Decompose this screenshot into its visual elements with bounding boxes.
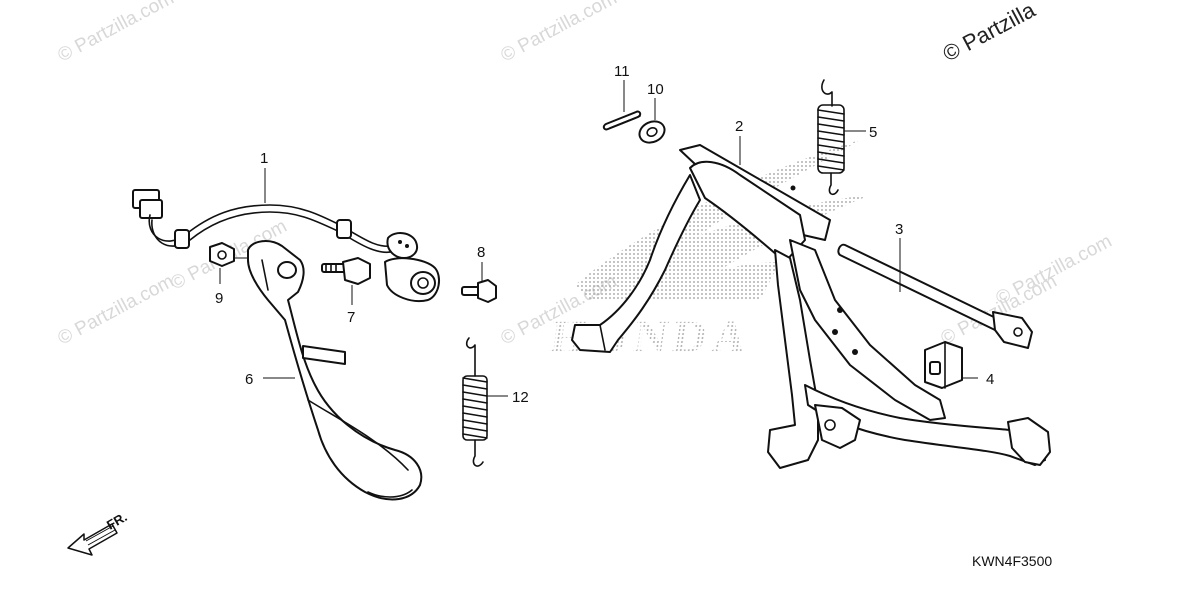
callout-7: 7 bbox=[347, 309, 355, 326]
callout-12: 12 bbox=[512, 389, 529, 406]
diagram-code: KWN4F3500 bbox=[972, 553, 1052, 569]
part-1-side-stand-switch[interactable] bbox=[132, 189, 441, 302]
callout-11: 11 bbox=[614, 63, 630, 80]
leader-lines bbox=[219, 80, 978, 397]
callout-9: 9 bbox=[215, 290, 223, 307]
part-11-cotter-pin[interactable] bbox=[602, 110, 642, 131]
part-9-nut[interactable] bbox=[209, 242, 235, 267]
part-6-side-stand[interactable] bbox=[247, 240, 423, 501]
part-4-stopper-rubber[interactable] bbox=[924, 341, 963, 389]
callout-5: 5 bbox=[869, 124, 877, 141]
callout-6: 6 bbox=[245, 371, 253, 388]
callout-8: 8 bbox=[477, 244, 485, 261]
watermark: © Partzilla.com bbox=[54, 271, 177, 350]
callout-2: 2 bbox=[735, 118, 743, 135]
callout-3: 3 bbox=[895, 221, 903, 238]
part-10-washer[interactable] bbox=[636, 117, 668, 146]
part-5-main-stand-spring[interactable] bbox=[817, 79, 845, 196]
part-8-flange-bolt[interactable] bbox=[461, 279, 497, 303]
front-direction-indicator: FR. bbox=[67, 509, 130, 556]
arrow-left-icon bbox=[67, 523, 118, 556]
watermark: © Partzilla.com bbox=[54, 0, 177, 66]
watermark: © Partzilla.com bbox=[497, 0, 620, 66]
callouts: 1 2 3 4 5 6 7 8 9 10 11 12 bbox=[215, 63, 994, 406]
part-2-main-stand[interactable] bbox=[571, 144, 1051, 469]
part-12-stand-spring[interactable] bbox=[462, 337, 488, 467]
watermark-corner: © Partzilla bbox=[939, 0, 1040, 66]
part-7-bolt[interactable] bbox=[321, 257, 371, 285]
part-3-stand-shaft[interactable] bbox=[837, 243, 1033, 349]
callout-10: 10 bbox=[647, 81, 664, 98]
callout-4: 4 bbox=[986, 371, 994, 388]
watermark-layer: © Partzilla.com © Partzilla.com © Partzi… bbox=[54, 0, 1115, 349]
callout-1: 1 bbox=[260, 150, 268, 167]
watermark: © Partzilla.com bbox=[992, 231, 1115, 310]
